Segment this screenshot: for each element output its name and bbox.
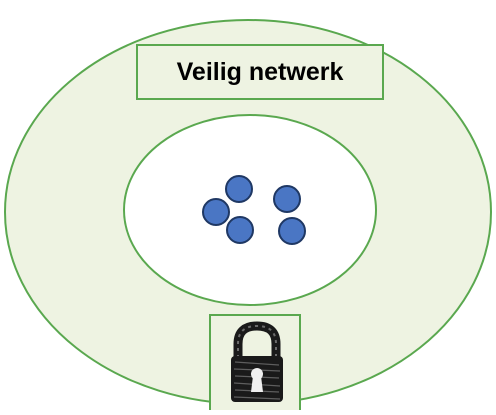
lock-gateway-box <box>209 314 301 410</box>
inner-network-zone <box>123 114 377 306</box>
padlock-icon <box>231 321 283 402</box>
network-node <box>273 185 301 213</box>
network-node <box>225 175 253 203</box>
network-nodes <box>202 175 306 245</box>
network-node <box>278 217 306 245</box>
diagram-title: Veilig netwerk <box>176 57 344 86</box>
network-node <box>202 198 230 226</box>
network-node <box>226 216 254 244</box>
title-box: Veilig netwerk <box>136 44 384 100</box>
